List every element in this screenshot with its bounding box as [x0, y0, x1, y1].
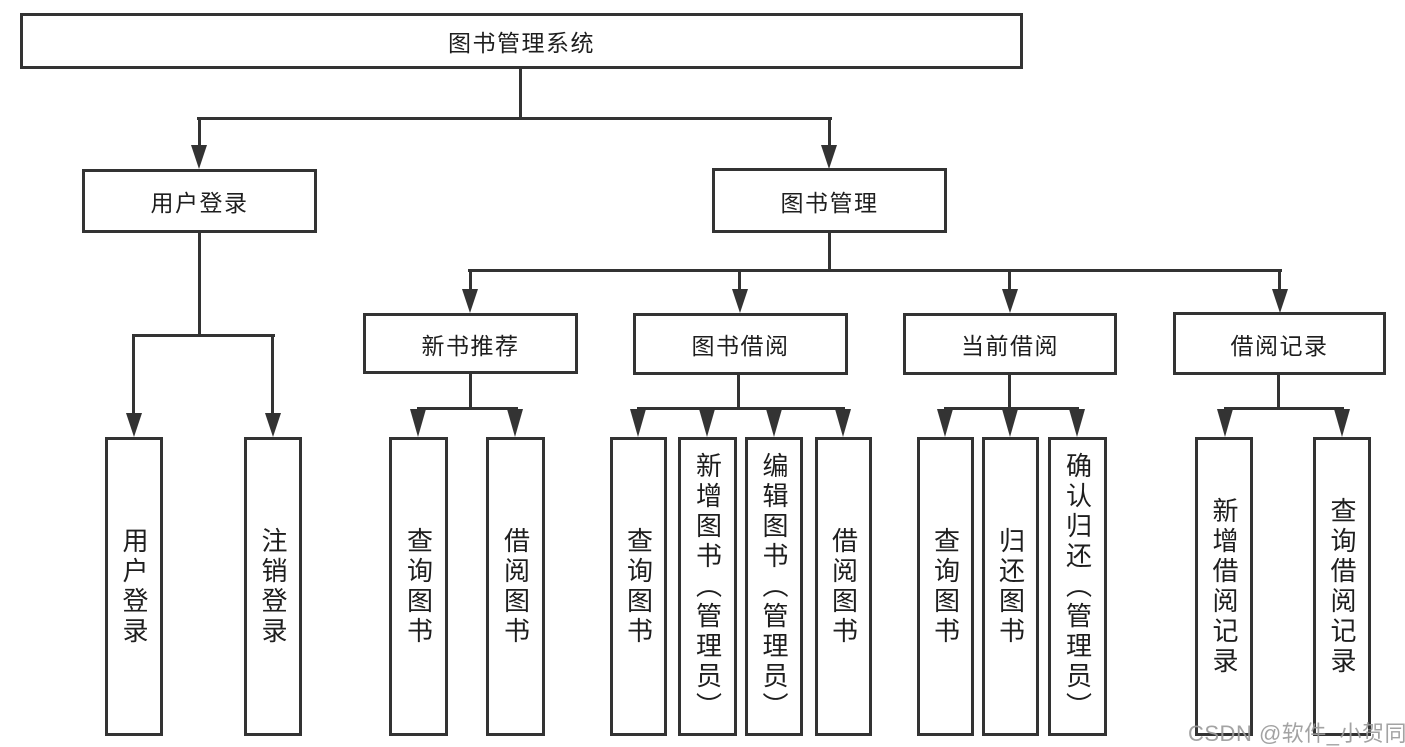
connector-line: [828, 117, 831, 148]
leaf-borrow-books-recommend: 借阅图书: [486, 437, 545, 736]
arrowhead-icon: [507, 409, 523, 437]
connector-line: [271, 334, 274, 414]
leaf-confirm-return-admin: 确认归还（管理员）: [1048, 437, 1107, 736]
leaf-logout: 注销登录: [244, 437, 302, 736]
arrowhead-icon: [410, 409, 426, 437]
connector-line: [828, 233, 831, 271]
arrowhead-icon: [1217, 409, 1233, 437]
connector-line: [198, 233, 201, 337]
connector-line: [637, 407, 845, 410]
connector-line: [1008, 375, 1011, 410]
node-label: 借阅图书: [500, 526, 531, 647]
connector-line: [197, 117, 832, 120]
leaf-return-book: 归还图书: [982, 437, 1039, 736]
node-current-borrowing: 当前借阅: [903, 313, 1117, 375]
node-label: 借阅记录: [1230, 332, 1329, 359]
watermark: CSDN @软件_小贺同学: [1188, 721, 1405, 746]
arrowhead-icon: [1272, 289, 1288, 313]
leaf-query-books-current: 查询图书: [917, 437, 974, 736]
node-book-management: 图书管理: [712, 168, 947, 233]
arrowhead-icon: [265, 413, 281, 437]
connector-line: [1277, 375, 1280, 410]
connector-line: [519, 69, 522, 119]
node-book-borrowing: 图书借阅: [633, 313, 848, 375]
leaf-query-books-borrowing: 查询图书: [610, 437, 667, 736]
connector-line: [1224, 407, 1344, 410]
node-label: 归还图书: [995, 526, 1026, 647]
node-label: 新增图书（管理员）: [692, 451, 723, 722]
connector-line: [469, 374, 472, 410]
node-label: 编辑图书（管理员）: [759, 451, 789, 722]
node-label: 图书管理: [780, 189, 879, 216]
leaf-query-borrow-record: 查询借阅记录: [1313, 437, 1371, 736]
leaf-query-books-recommend: 查询图书: [389, 437, 448, 736]
connector-line: [944, 407, 1079, 410]
connector-line: [1278, 269, 1281, 292]
node-label: 查询图书: [623, 526, 654, 647]
node-label: 用户登录: [150, 190, 249, 216]
leaf-add-borrow-record: 新增借阅记录: [1195, 437, 1253, 736]
connector-line: [198, 117, 201, 148]
node-label: 图书借阅: [691, 333, 790, 359]
arrowhead-icon: [766, 409, 782, 437]
node-label: 查询图书: [930, 526, 961, 647]
arrowhead-icon: [462, 289, 478, 313]
node-label: 新书推荐: [421, 332, 520, 359]
node-label: 确认归还（管理员）: [1062, 451, 1093, 722]
node-label: 查询图书: [403, 526, 434, 647]
node-label: 用户登录: [119, 526, 149, 647]
connector-line: [132, 334, 135, 414]
node-user-login: 用户登录: [82, 169, 317, 233]
arrowhead-icon: [630, 409, 646, 437]
leaf-add-book-admin: 新增图书（管理员）: [678, 437, 737, 736]
node-new-book-recommend: 新书推荐: [363, 313, 578, 374]
connector-line: [1008, 269, 1011, 292]
leaf-user-login: 用户登录: [105, 437, 163, 736]
arrowhead-icon: [126, 413, 142, 437]
node-library-management-system: 图书管理系统: [20, 13, 1023, 69]
arrowhead-icon: [699, 409, 715, 437]
arrowhead-icon: [1002, 289, 1018, 313]
arrowhead-icon: [835, 409, 851, 437]
node-label: 借阅图书: [828, 526, 859, 647]
node-label: 当前借阅: [961, 333, 1059, 359]
node-label: 新增借阅记录: [1209, 496, 1239, 677]
connector-line: [417, 407, 518, 410]
node-label: 注销登录: [258, 526, 288, 647]
connector-line: [737, 375, 740, 410]
connector-line: [469, 269, 472, 292]
leaf-borrow-books-borrowing: 借阅图书: [815, 437, 872, 736]
arrowhead-icon: [732, 289, 748, 313]
connector-line: [468, 269, 1282, 272]
arrowhead-icon: [191, 145, 207, 169]
arrowhead-icon: [1069, 409, 1085, 437]
node-label: 查询借阅记录: [1327, 496, 1357, 677]
node-borrowing-records: 借阅记录: [1173, 312, 1386, 375]
arrowhead-icon: [1334, 409, 1350, 437]
node-label: 图书管理系统: [448, 30, 595, 56]
leaf-edit-book-admin: 编辑图书（管理员）: [745, 437, 803, 736]
arrowhead-icon: [937, 409, 953, 437]
connector-line: [738, 269, 741, 292]
arrowhead-icon: [821, 145, 837, 169]
arrowhead-icon: [1002, 409, 1018, 437]
connector-line: [132, 334, 275, 337]
